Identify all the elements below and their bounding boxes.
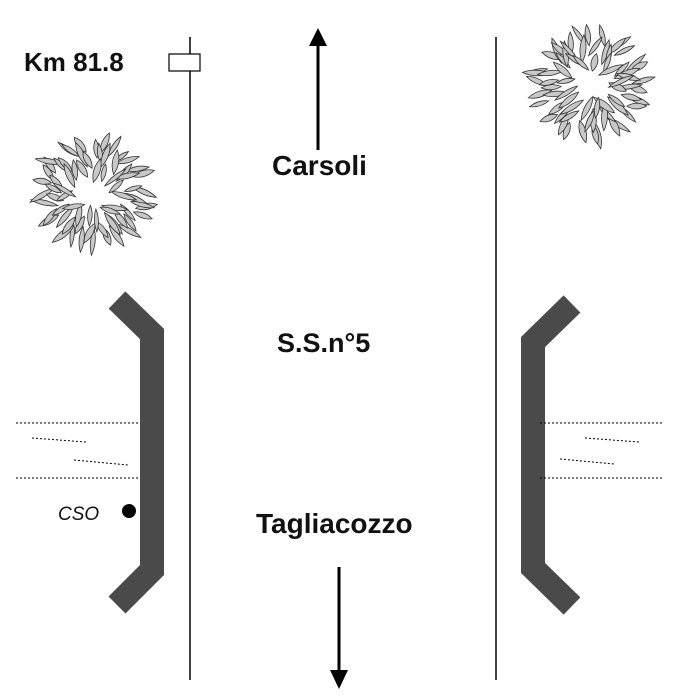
tree-leaf	[590, 52, 599, 72]
tree-leaf	[593, 96, 601, 119]
kilometer-marker-label: Km 81.8	[24, 47, 124, 77]
tree-leaf	[61, 203, 86, 210]
tree-leaf	[44, 183, 63, 194]
tree-leaf	[631, 76, 656, 85]
kilometer-marker-post	[168, 53, 201, 72]
tree-leaf	[100, 163, 107, 183]
tree-leaf	[527, 89, 553, 99]
tree-leaf	[132, 211, 153, 220]
south-destination-label: Tagliacozzo	[256, 508, 413, 539]
tree-leaf	[111, 149, 120, 176]
tree-leaf	[607, 93, 626, 108]
tree-leaf	[71, 158, 79, 182]
tree-leaf	[103, 211, 121, 236]
tree-leaf	[572, 54, 590, 71]
tree-leaf	[584, 23, 591, 47]
tree-leaf	[597, 64, 624, 76]
tree-leaf	[92, 157, 102, 184]
right-crossing-lines	[540, 422, 664, 479]
tree-leaf	[538, 78, 560, 86]
tree-leaf	[556, 77, 576, 84]
tree-leaf	[552, 61, 573, 79]
tree-leaf	[63, 162, 76, 189]
tree-leaf	[129, 201, 156, 209]
tree-leaf	[87, 204, 93, 227]
north-arrow-icon	[309, 28, 327, 150]
tree-leaf	[613, 61, 630, 77]
tree-leaf	[528, 100, 550, 108]
tree-leaf	[606, 96, 629, 116]
north-destination-label: Carsoli	[272, 150, 367, 181]
tree-leaf	[42, 208, 58, 227]
tree-leaf	[123, 213, 137, 232]
station-dot-icon	[122, 504, 136, 518]
tree-leaf	[108, 179, 124, 194]
tree-leaf	[76, 159, 89, 178]
road-name-label: S.S.n°5	[277, 328, 371, 358]
tree-leaf	[625, 102, 648, 110]
tree-leaf	[578, 119, 588, 144]
tree-leaf	[82, 151, 93, 169]
tree-leaf	[620, 93, 642, 101]
station-label: CSO	[58, 504, 100, 525]
tree-leaf	[99, 206, 121, 215]
tree-leaf	[613, 45, 636, 56]
left-barrier	[108, 291, 164, 614]
tree-leaf	[562, 121, 571, 141]
left-crossing-lines	[16, 422, 140, 479]
tree-leaf	[108, 225, 125, 247]
tree-leaf	[32, 177, 53, 185]
tree-leaf	[553, 85, 579, 101]
tree-leaf	[580, 95, 594, 122]
tree-leaf	[123, 185, 143, 192]
tree-canopy-icon	[29, 132, 158, 257]
tree-leaf	[93, 207, 99, 234]
tree-leaf	[607, 74, 635, 88]
south-arrow-icon	[330, 567, 348, 689]
tree-leaf	[559, 99, 585, 115]
tree-leaf	[539, 113, 559, 123]
right-barrier	[521, 295, 581, 615]
tree-leaf	[587, 36, 603, 57]
tree-leaf	[100, 204, 130, 211]
tree-leaf	[51, 182, 77, 198]
tree-leaf	[103, 168, 127, 187]
tree-leaf	[78, 225, 85, 254]
tree-canopy-icon	[521, 23, 656, 150]
tree-leaf	[74, 215, 85, 235]
tree-leaf	[558, 91, 580, 109]
